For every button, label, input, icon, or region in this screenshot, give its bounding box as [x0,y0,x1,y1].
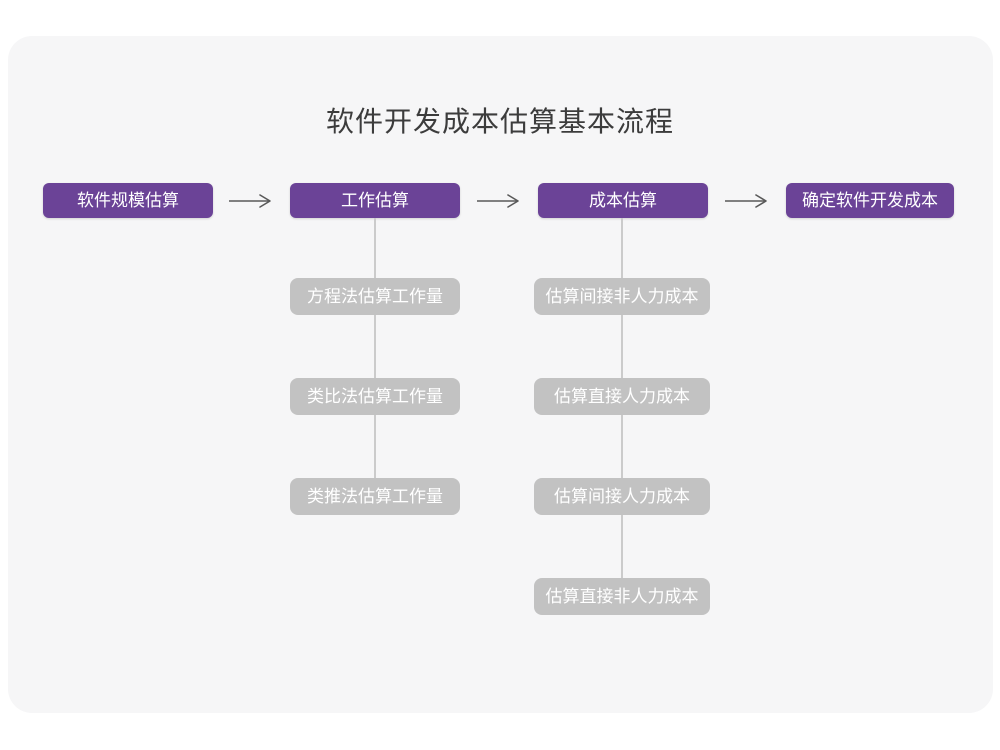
node-software-size-estimation: 软件规模估算 [43,183,213,218]
node-determine-software-dev-cost: 确定软件开发成本 [786,183,954,218]
arrow-right-icon [725,194,767,208]
method-analogy-estimate-workload: 类比法估算工作量 [290,378,460,415]
node-cost-estimation: 成本估算 [538,183,708,218]
diagram-card [8,36,993,713]
method-equation-estimate-workload: 方程法估算工作量 [290,278,460,315]
method-extrapolation-estimate-workload: 类推法估算工作量 [290,478,460,515]
diagram-title: 软件开发成本估算基本流程 [325,106,674,137]
arrow-right-icon [229,194,271,208]
cost-step-indirect-labor: 估算间接人力成本 [534,478,710,515]
cost-step-indirect-non-labor: 估算间接非人力成本 [534,278,710,315]
node-work-estimation: 工作估算 [290,183,460,218]
connector-line-work-estimation [374,218,376,478]
arrow-right-icon [477,194,519,208]
cost-step-direct-non-labor: 估算直接非人力成本 [534,578,710,615]
cost-step-direct-labor: 估算直接人力成本 [534,378,710,415]
